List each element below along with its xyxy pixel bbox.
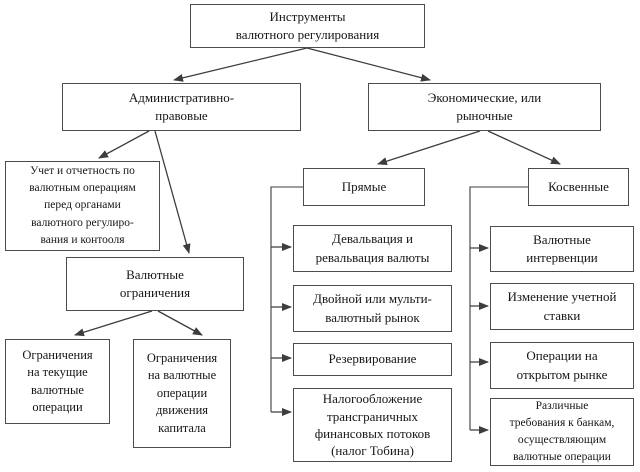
- spine-direct: [270, 186, 303, 412]
- node-tobin-tax: Налогообложение трансграничных финансовы…: [293, 388, 452, 462]
- arrow-administrative-to-accounting: [98, 130, 150, 159]
- node-currency-restrictions: Валютные ограничения: [66, 257, 244, 311]
- arrow-economic-to-direct: [377, 130, 481, 166]
- node-root-instruments: Инструменты валютного регулирования: [190, 4, 425, 48]
- node-discount-rate-change: Изменение учетной ставки: [490, 283, 634, 330]
- node-bank-requirements: Различные требования к банкам, осуществл…: [490, 398, 634, 466]
- node-indirect: Косвенные: [528, 168, 629, 206]
- arrow-root-to-economic: [306, 47, 431, 82]
- node-capital-operations-limits: Ограничения на валютные операции движени…: [133, 339, 231, 448]
- node-devaluation-revaluation: Девальвация и ревальвация валюты: [293, 225, 452, 272]
- node-open-market-operations: Операции на открытом рынке: [490, 342, 634, 389]
- node-accounting-reporting: Учет и отчетность по валютным операциям …: [5, 161, 160, 251]
- node-currency-interventions: Валютные интервенции: [490, 226, 634, 272]
- node-administrative-legal: Административно- правовые: [62, 83, 301, 131]
- arrow-administrative-to-restrictions: [154, 130, 191, 254]
- node-direct: Прямые: [303, 168, 425, 206]
- node-reserving: Резервирование: [293, 343, 452, 376]
- node-current-operations-limits: Ограничения на текущие валютные операции: [5, 339, 110, 424]
- arrow-restrictions-to-current: [74, 310, 153, 337]
- node-economic-market: Экономические, или рыночные: [368, 83, 601, 131]
- arrow-root-to-administrative: [173, 47, 308, 82]
- arrow-restrictions-to-capital: [157, 310, 203, 336]
- arrow-economic-to-indirect: [487, 130, 561, 165]
- node-dual-currency-market: Двойной или мульти- валютный рынок: [293, 285, 452, 332]
- spine-indirect: [469, 186, 528, 430]
